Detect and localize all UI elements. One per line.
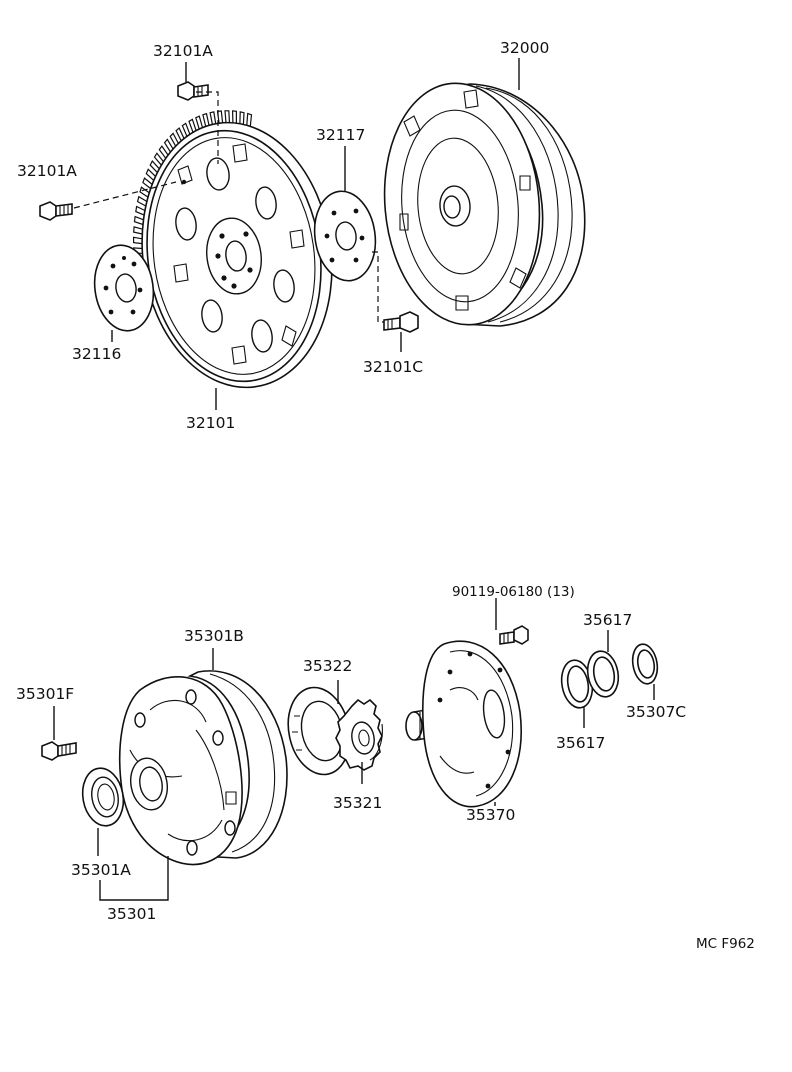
label-35322: 35322 (303, 657, 352, 675)
label-32116: 32116 (72, 345, 121, 363)
oil-seal-35301A (81, 767, 125, 827)
bolt-35301F (41, 741, 77, 761)
drive-plate-32101 (133, 110, 333, 389)
label-35321: 35321 (333, 794, 382, 812)
label-90119-06180: 90119-06180 (13) (452, 584, 575, 600)
label-35617-bottom: 35617 (556, 734, 605, 752)
oil-pump-body-35301B (118, 670, 288, 866)
label-35301B: 35301B (184, 627, 244, 645)
seal-rings-35617 (560, 650, 620, 709)
label-32117: 32117 (316, 126, 365, 144)
ring-35307C (631, 643, 659, 685)
diagram-code: MC F962 (696, 936, 755, 952)
bolt-32101C (383, 311, 419, 333)
stator-shaft-35370 (405, 640, 522, 808)
label-32101: 32101 (186, 414, 235, 432)
spacer-plate-32117 (313, 190, 377, 282)
label-35307C: 35307C (626, 703, 686, 721)
torque-converter-32000 (383, 82, 586, 327)
label-32000: 32000 (500, 39, 549, 57)
label-35301A: 35301A (71, 861, 131, 879)
label-32101A-top: 32101A (153, 42, 213, 60)
label-32101C: 32101C (363, 358, 423, 376)
bolt-32101A-left (39, 201, 73, 221)
drive-gear-35321 (335, 698, 383, 771)
bolt-90119-06180 (499, 625, 529, 645)
label-35301: 35301 (107, 905, 156, 923)
bolt-32101A-top (177, 81, 209, 101)
label-35617-top: 35617 (583, 611, 632, 629)
label-35301F: 35301F (16, 685, 74, 703)
label-32101A-left: 32101A (17, 162, 77, 180)
spacer-plate-32116 (93, 244, 155, 332)
label-35370: 35370 (466, 806, 515, 824)
driven-gear-35322 (287, 686, 351, 776)
